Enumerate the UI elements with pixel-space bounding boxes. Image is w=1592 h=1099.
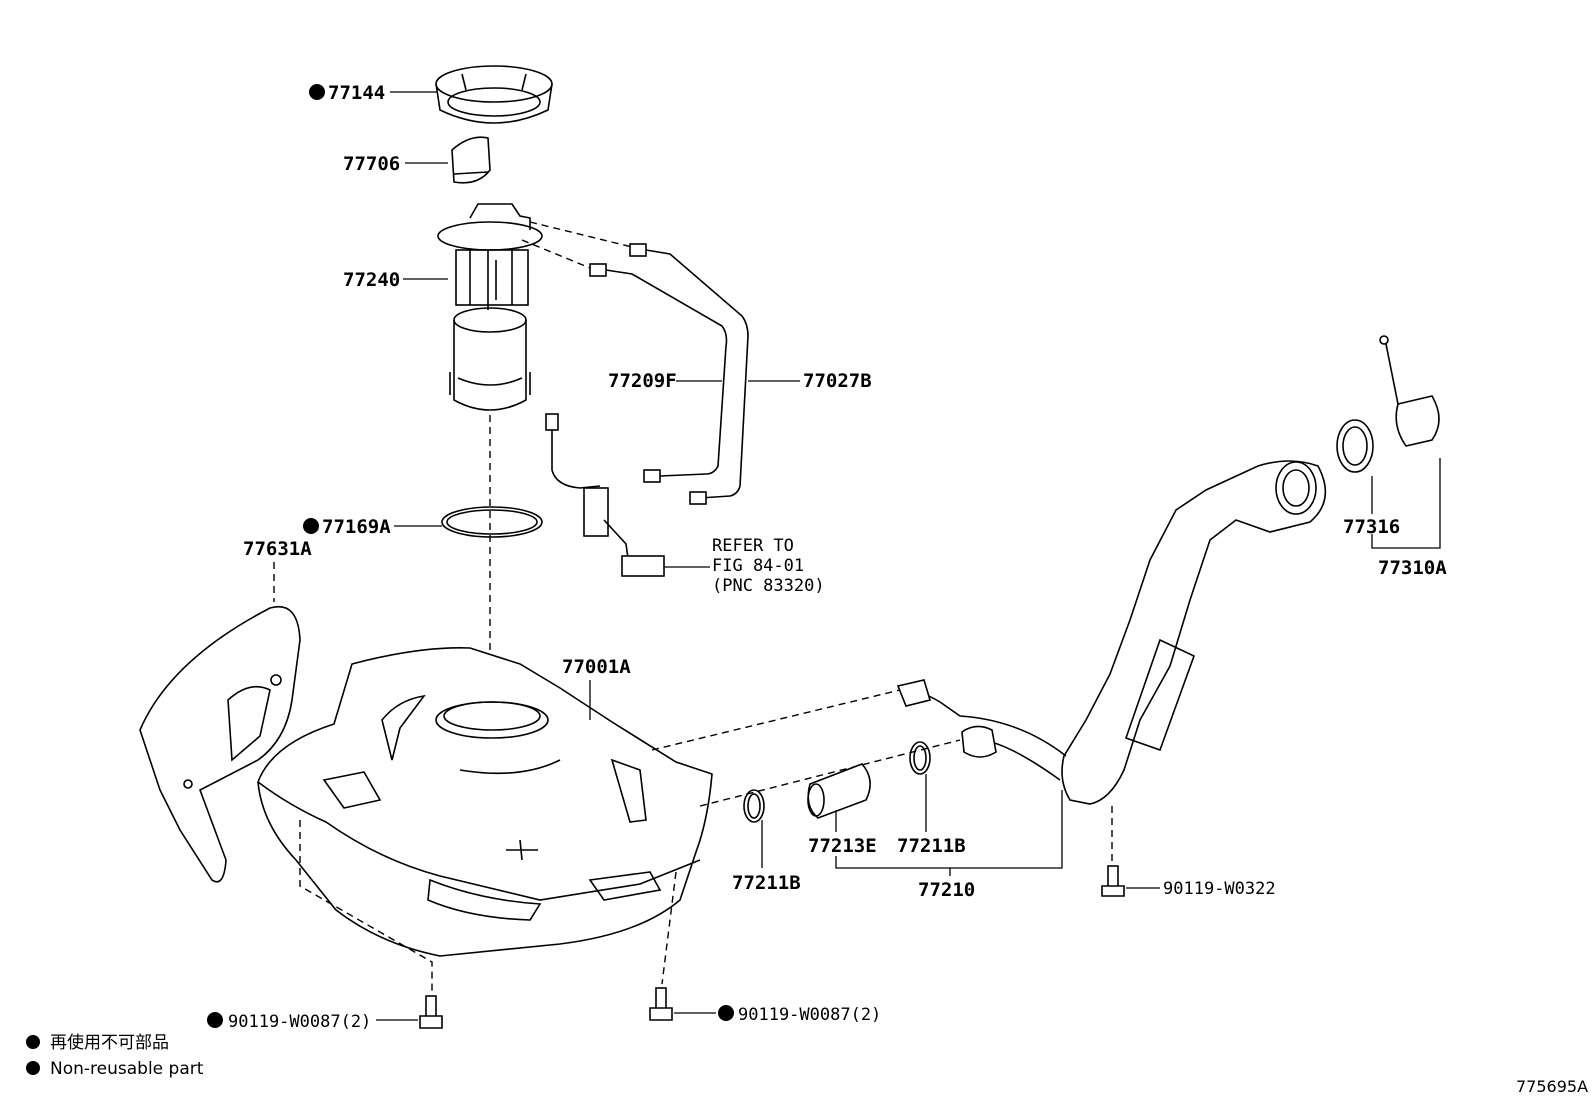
legend-bullet-en bbox=[26, 1061, 40, 1075]
part-90119-W0087-bolt-right bbox=[649, 987, 673, 1021]
part-90119-W0322-bolt bbox=[1101, 865, 1125, 897]
label-77027B: 77027B bbox=[803, 370, 872, 392]
label-90119-W0322: 90119-W0322 bbox=[1163, 879, 1276, 899]
part-77213E-hose bbox=[807, 763, 871, 819]
label-refer-line2: FIG 84-01 bbox=[712, 556, 804, 576]
label-77211B-right: 77211B bbox=[897, 835, 966, 857]
label-77240: 77240 bbox=[343, 269, 400, 291]
non-reusable-marker-77169A bbox=[303, 518, 319, 534]
part-77144-ring bbox=[435, 65, 553, 124]
non-reusable-marker-bolt-left bbox=[207, 1012, 223, 1028]
part-77631A-heat-protector bbox=[139, 605, 301, 883]
part-77211B-clamp-left bbox=[743, 789, 765, 823]
label-77001A: 77001A bbox=[562, 656, 631, 678]
label-77631A: 77631A bbox=[243, 538, 312, 560]
part-filler-pipe bbox=[896, 460, 1327, 805]
label-90119-W0087-left: 90119-W0087(2) bbox=[228, 1012, 371, 1032]
part-77169A-gasket bbox=[441, 506, 543, 538]
legend-bullet-jp bbox=[26, 1035, 40, 1049]
part-77316-gasket bbox=[1336, 419, 1374, 473]
label-77209F: 77209F bbox=[608, 370, 677, 392]
non-reusable-marker-77144 bbox=[309, 84, 325, 100]
legend: 再使用不可部品 Non-reusable part bbox=[26, 1032, 204, 1079]
label-77210: 77210 bbox=[918, 879, 975, 901]
part-fuel-sender-gauge bbox=[545, 413, 665, 577]
label-77316: 77316 bbox=[1343, 516, 1400, 538]
part-77209F-77027B-fuel-lines bbox=[521, 221, 749, 505]
figure-code: 775695A bbox=[1516, 1077, 1588, 1096]
part-77310A-filler-cap bbox=[1379, 335, 1440, 447]
part-77706-cap bbox=[451, 136, 491, 184]
part-77211B-clamp-right bbox=[909, 741, 931, 775]
non-reusable-marker-bolt-right bbox=[718, 1005, 734, 1021]
label-77211B-left: 77211B bbox=[732, 872, 801, 894]
part-77240-fuel-pump bbox=[437, 203, 543, 411]
label-77144: 77144 bbox=[328, 82, 385, 104]
label-77213E: 77213E bbox=[808, 835, 877, 857]
label-77169A: 77169A bbox=[322, 516, 391, 538]
label-refer-line3: (PNC 83320) bbox=[712, 576, 825, 596]
part-90119-W0087-bolt-left bbox=[419, 995, 443, 1029]
part-77001A-fuel-tank bbox=[257, 647, 713, 957]
label-refer-line1: REFER TO bbox=[712, 536, 794, 556]
legend-text-jp: 再使用不可部品 bbox=[50, 1032, 169, 1053]
legend-text-en: Non-reusable part bbox=[50, 1059, 204, 1079]
label-90119-W0087-right: 90119-W0087(2) bbox=[738, 1005, 881, 1025]
label-77310A: 77310A bbox=[1378, 557, 1447, 579]
label-77706: 77706 bbox=[343, 153, 400, 175]
